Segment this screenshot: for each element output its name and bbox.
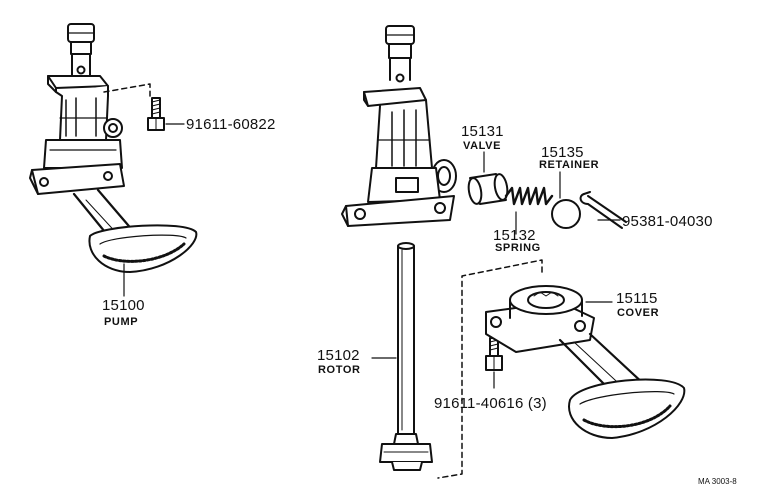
retainer-part-number: 15135 [541, 144, 584, 161]
bolt-91611-60822-drawing [147, 97, 165, 131]
retainer-part-name: RETAINER [539, 159, 600, 171]
rotor-drawing [379, 242, 433, 471]
rotor-part-name: ROTOR [318, 364, 361, 376]
pump-body-drawing [341, 25, 457, 227]
valve-drawing [467, 173, 509, 205]
bolt-position-bracket [103, 83, 151, 97]
valve-part-name: VALVE [463, 140, 502, 152]
figure-reference: MA 3003-8 [698, 477, 737, 486]
cover-bolt-bracket [437, 259, 543, 479]
cotter-pin-drawing [579, 191, 627, 229]
cover-drawing [485, 285, 686, 439]
retainer-drawing [551, 199, 581, 229]
rotor-part-number: 15102 [317, 347, 360, 364]
oil-pump-assembly-drawing [29, 23, 198, 273]
pump-part-name: PUMP [104, 316, 139, 328]
spring-part-number: 15132 [493, 227, 536, 244]
bolt-91611-40616-drawing [485, 337, 503, 371]
cotter-pin-part-number: 95381-04030 [622, 213, 713, 230]
bolt-pump-part-number: 91611-60822 [186, 116, 276, 133]
cover-part-name: COVER [617, 307, 660, 319]
spring-part-name: SPRING [495, 242, 541, 254]
pump-part-number: 15100 [102, 297, 145, 314]
cover-part-number: 15115 [616, 290, 658, 307]
bolt-cover-part-number: 91611-40616 (3) [434, 395, 547, 412]
spring-drawing [504, 186, 554, 206]
valve-part-number: 15131 [461, 123, 504, 140]
